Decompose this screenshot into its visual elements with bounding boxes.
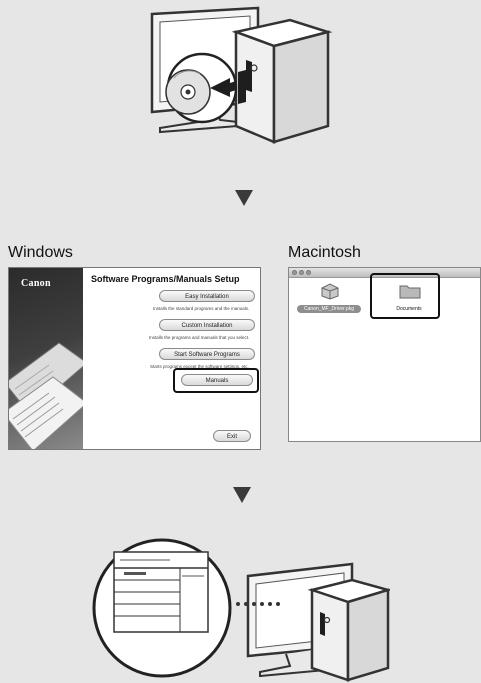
dialog-title: Software Programs/Manuals Setup <box>91 274 240 284</box>
documents-label: Documents <box>396 306 422 312</box>
down-arrow-icon <box>235 190 253 206</box>
arrow-right-icon <box>210 78 236 97</box>
windows-setup-dialog: Canon Software Programs/Manuals Setup Ea… <box>8 267 261 450</box>
start-software-programs-button[interactable]: Start Software Programs <box>159 348 255 360</box>
windows-heading: Windows <box>8 244 73 261</box>
computer-tower-icon <box>231 18 333 144</box>
easy-installation-button[interactable]: Easy Installation <box>159 290 255 302</box>
package-item[interactable]: Canon_MF_Driver.pkg <box>295 280 365 316</box>
zoom-window-icon[interactable] <box>306 270 311 275</box>
package-label: Canon_MF_Driver.pkg <box>303 306 355 312</box>
manual-zoom-circle <box>92 538 232 678</box>
cd-disc-icon <box>165 52 238 124</box>
minimize-window-icon[interactable] <box>299 270 304 275</box>
mac-finder-window: Canon_MF_Driver.pkg Documents <box>288 267 481 442</box>
dialog-side-banner: Canon <box>9 268 83 449</box>
computer-tower-icon <box>307 578 390 682</box>
documents-folder-item[interactable]: Documents <box>381 280 437 316</box>
manual-on-computer-illustration <box>92 538 390 682</box>
documents-highlight <box>370 273 440 319</box>
macintosh-heading: Macintosh <box>288 244 361 261</box>
folder-icon <box>399 285 421 299</box>
manual-pages-graphic <box>9 342 83 449</box>
down-arrow-icon <box>233 487 251 503</box>
close-window-icon[interactable] <box>292 270 297 275</box>
custom-installation-note: Installs the programs and manuals that y… <box>149 335 250 340</box>
easy-installation-note: Installs the standard programs and the m… <box>153 306 250 311</box>
manuals-highlight <box>173 368 259 393</box>
cd-insert-illustration <box>150 6 333 144</box>
exit-button[interactable]: Exit <box>213 430 251 442</box>
canon-logo: Canon <box>21 278 51 289</box>
disc-slot-icon <box>238 70 246 104</box>
connector-dots <box>236 602 280 606</box>
custom-installation-button[interactable]: Custom Installation <box>159 319 255 331</box>
package-icon <box>321 283 339 300</box>
start-software-note: Starts programs except the software sett… <box>150 364 249 369</box>
manuals-button[interactable]: Manuals <box>181 374 253 386</box>
